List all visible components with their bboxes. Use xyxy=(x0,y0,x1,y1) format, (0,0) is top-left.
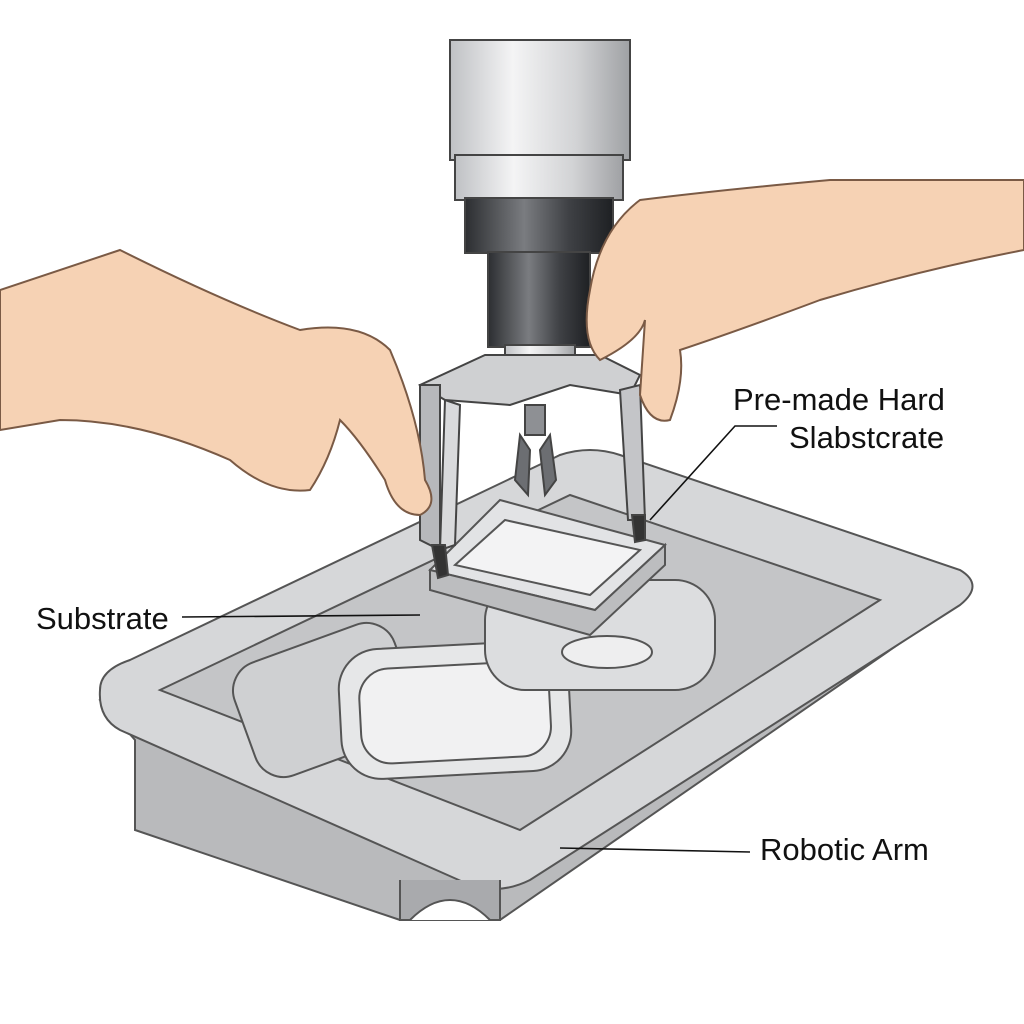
left-hand xyxy=(0,248,433,517)
premade-label-line2: Slabstcrate xyxy=(789,420,945,455)
substrate-leader xyxy=(181,614,421,618)
robotic-arm-leader xyxy=(559,847,751,853)
substrate-label: Substrate xyxy=(36,601,169,636)
premade-slab xyxy=(428,498,667,637)
tray xyxy=(98,449,974,921)
leader-lines xyxy=(181,425,777,853)
right-hand xyxy=(585,179,1024,422)
premade-leader xyxy=(649,425,777,521)
robotic-spindle xyxy=(417,39,647,580)
robotic-arm-label: Robotic Arm xyxy=(760,832,929,867)
premade-label-line1: Pre-made Hard xyxy=(733,382,945,417)
